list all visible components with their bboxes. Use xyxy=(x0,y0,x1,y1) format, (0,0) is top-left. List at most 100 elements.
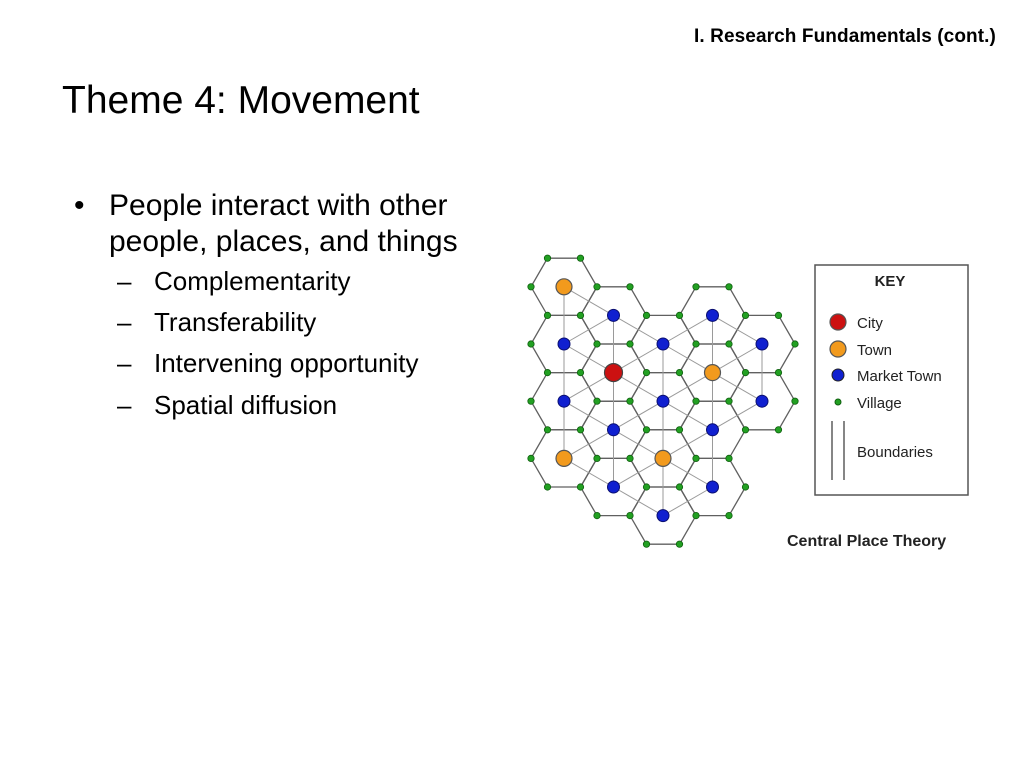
sub-bullet-transferability: – Transferability xyxy=(117,307,494,338)
village-icon xyxy=(834,398,842,406)
village-node xyxy=(626,283,634,291)
city-node xyxy=(603,363,624,383)
sub-bullet-text: Transferability xyxy=(154,307,317,338)
village-node xyxy=(527,340,535,348)
village-node xyxy=(626,454,634,462)
connection-line xyxy=(662,343,713,374)
city-icon xyxy=(829,313,847,331)
village-node xyxy=(642,311,651,319)
village-node xyxy=(774,311,783,319)
town-node xyxy=(555,449,573,467)
main-bullet-text: People interact with other people, place… xyxy=(109,189,458,258)
village-node xyxy=(626,340,634,348)
key-label-village: Village xyxy=(857,395,902,412)
bullet-list: • People interact with other people, pla… xyxy=(74,188,494,431)
village-node xyxy=(642,426,651,434)
village-node xyxy=(725,340,733,348)
village-node xyxy=(642,483,651,491)
village-node xyxy=(675,426,684,434)
village-nodes xyxy=(527,254,799,548)
village-node xyxy=(576,483,585,491)
sub-bullet-spatial-diffusion: – Spatial diffusion xyxy=(117,390,494,421)
market-town-node xyxy=(607,480,620,494)
village-node xyxy=(692,340,700,348)
market-town-node xyxy=(656,394,670,408)
village-node xyxy=(543,368,552,377)
connection-line xyxy=(563,314,614,345)
connection-line xyxy=(712,343,763,374)
key-label-town: Town xyxy=(857,342,892,359)
market-town-node xyxy=(607,423,620,437)
connection-line xyxy=(712,314,763,345)
dash-icon: – xyxy=(117,307,132,338)
connection-line xyxy=(662,486,713,517)
village-node xyxy=(741,426,750,434)
connection-line xyxy=(613,429,664,459)
village-node xyxy=(741,311,750,319)
market-town-node xyxy=(656,509,670,523)
village-node xyxy=(626,511,634,520)
village-node xyxy=(642,540,651,548)
market-town-node xyxy=(755,394,769,408)
connection-line xyxy=(613,486,664,517)
sub-bullet-text: Spatial diffusion xyxy=(154,389,338,420)
connection-line xyxy=(662,314,713,345)
connection-line xyxy=(563,286,614,316)
village-node xyxy=(692,283,700,291)
village-node xyxy=(692,511,700,520)
village-node xyxy=(593,283,601,291)
village-node xyxy=(593,397,601,405)
diagram-key: KEY City Town Market Town Village Bounda… xyxy=(814,264,969,496)
connection-line xyxy=(662,372,713,402)
connection-lines xyxy=(563,286,763,517)
connection-line xyxy=(662,429,713,459)
village-node xyxy=(675,368,684,377)
village-node xyxy=(543,426,552,434)
village-node xyxy=(725,454,733,462)
connection-line xyxy=(662,400,713,431)
connection-line xyxy=(712,372,763,402)
town-node xyxy=(555,278,573,296)
market-town-node xyxy=(557,394,571,408)
key-label-boundaries: Boundaries xyxy=(857,444,933,461)
village-node xyxy=(543,254,552,262)
sub-bullet-list: – Complementarity – Transferability – In… xyxy=(74,266,494,421)
village-node xyxy=(593,511,601,520)
market-town-node xyxy=(706,423,719,437)
village-node xyxy=(774,426,783,434)
market-town-node xyxy=(706,480,719,494)
dash-icon: – xyxy=(117,389,132,420)
village-node xyxy=(692,397,700,405)
market-town-node xyxy=(656,337,670,351)
village-node xyxy=(543,311,552,319)
village-node xyxy=(675,311,684,319)
sub-bullet-intervening-opportunity: – Intervening opportunity xyxy=(117,348,494,379)
village-node xyxy=(576,311,585,319)
town-icon xyxy=(829,340,847,358)
village-node xyxy=(774,368,783,377)
key-label-city: City xyxy=(857,315,883,332)
connection-line xyxy=(613,457,664,488)
dash-icon: – xyxy=(117,266,132,296)
village-node xyxy=(692,454,700,462)
village-node xyxy=(741,368,750,377)
town-node xyxy=(654,449,672,467)
connection-line xyxy=(613,314,664,345)
connection-line xyxy=(613,400,664,431)
village-node xyxy=(527,454,535,462)
slide-title: Theme 4: Movement xyxy=(62,79,420,122)
sub-bullet-text: Intervening opportunity xyxy=(154,348,419,379)
village-node xyxy=(725,397,733,405)
village-node xyxy=(593,454,601,462)
village-node xyxy=(725,511,733,520)
town-node xyxy=(703,364,722,382)
connection-line xyxy=(563,400,614,431)
village-node xyxy=(576,368,585,377)
village-node xyxy=(725,283,733,291)
bullet-dot-icon: • xyxy=(74,189,85,222)
village-node xyxy=(576,426,585,434)
section-header: I. Research Fundamentals (cont.) xyxy=(694,26,996,47)
connection-line xyxy=(712,400,763,431)
market-town-node xyxy=(607,308,620,322)
market-town-node xyxy=(755,337,769,351)
